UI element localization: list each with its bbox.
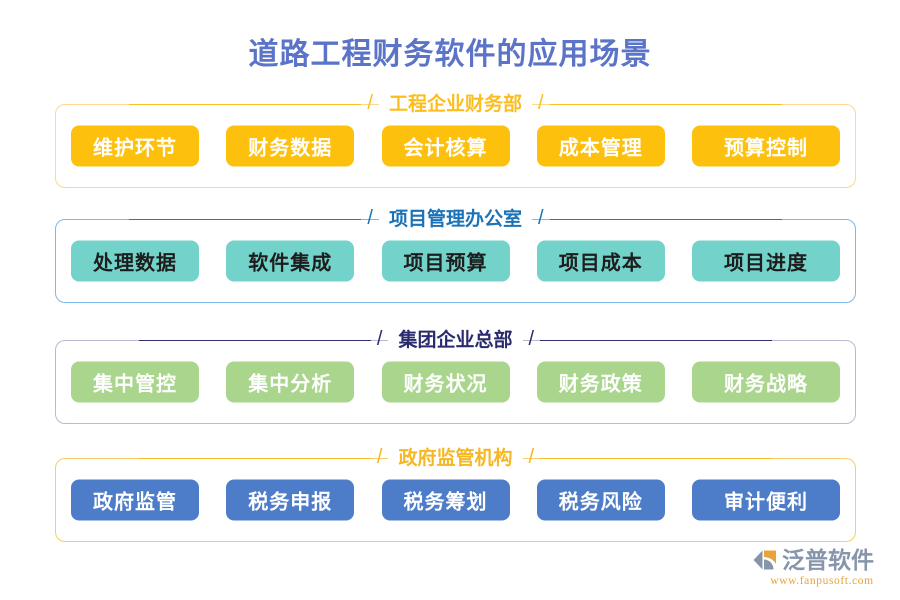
chip-item[interactable]: 税务风险 [536, 479, 665, 521]
section-government-regulator: 政府监管 税务申报 税务筹划 税务风险 审计便利 [55, 458, 856, 542]
logo-name: 泛普软件 [782, 547, 874, 573]
chip-item[interactable]: 集中分析 [226, 361, 355, 403]
fanpu-logo-icon [753, 550, 776, 570]
chip-row-3: 集中管控 集中分析 财务状况 财务政策 财务战略 [56, 361, 855, 403]
section-project-management-office: 处理数据 软件集成 项目预算 项目成本 项目进度 [55, 219, 856, 303]
page-title: 道路工程财务软件的应用场景 [248, 38, 652, 71]
chip-row-4: 政府监管 税务申报 税务筹划 税务风险 审计便利 [56, 479, 855, 521]
chip-item[interactable]: 项目预算 [381, 240, 510, 282]
chip-item[interactable]: 审计便利 [692, 479, 840, 521]
brand-logo[interactable]: 泛普软件 www.fanpusoft.com [752, 548, 892, 594]
chip-item[interactable]: 成本管理 [536, 125, 665, 167]
chip-item[interactable]: 处理数据 [71, 240, 199, 282]
logo-url: www.fanpusoft.com [770, 575, 874, 587]
section-engineering-finance-dept: 维护环节 财务数据 会计核算 成本管理 预算控制 [55, 104, 856, 188]
chip-item[interactable]: 集中管控 [71, 361, 199, 403]
chip-item[interactable]: 财务政策 [536, 361, 665, 403]
chip-item[interactable]: 财务战略 [692, 361, 840, 403]
chip-item[interactable]: 税务筹划 [381, 479, 510, 521]
section-group-enterprise-hq: 集中管控 集中分析 财务状况 财务政策 财务战略 [55, 340, 856, 424]
chip-item[interactable]: 预算控制 [692, 125, 840, 167]
logo-row: 泛普软件 [752, 548, 892, 572]
chip-row-2: 处理数据 软件集成 项目预算 项目成本 项目进度 [56, 240, 855, 282]
chip-item[interactable]: 项目成本 [536, 240, 665, 282]
chip-item[interactable]: 会计核算 [381, 125, 510, 167]
chip-item[interactable]: 项目进度 [692, 240, 840, 282]
chip-row-1: 维护环节 财务数据 会计核算 成本管理 预算控制 [56, 125, 855, 167]
chip-item[interactable]: 税务申报 [226, 479, 355, 521]
chip-item[interactable]: 政府监管 [71, 479, 199, 521]
chip-item[interactable]: 软件集成 [226, 240, 355, 282]
chip-item[interactable]: 财务数据 [226, 125, 355, 167]
chip-item[interactable]: 维护环节 [71, 125, 199, 167]
chip-item[interactable]: 财务状况 [381, 361, 510, 403]
